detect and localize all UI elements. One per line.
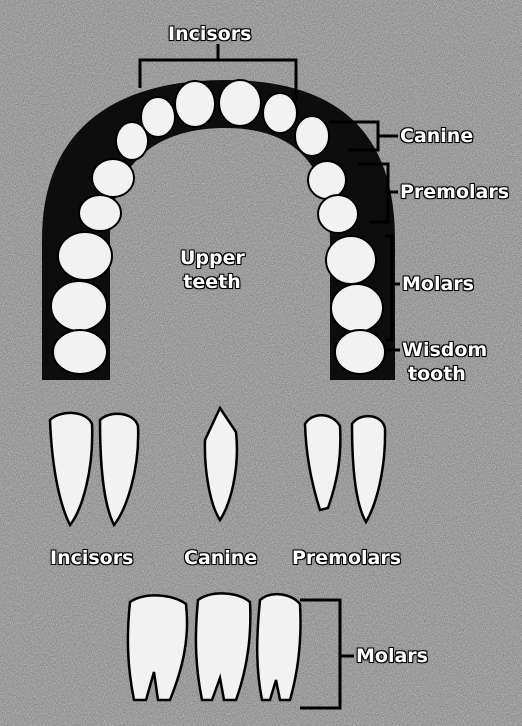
tooth-r-wisdom <box>335 330 385 374</box>
tooth-r-premolar-1 <box>308 161 346 199</box>
label-canine-bottom: Canine <box>184 548 257 568</box>
label-premolars-bottom: Premolars <box>292 548 401 568</box>
tooth-r-incisor-2 <box>263 93 297 133</box>
label-molars: Molars <box>402 274 474 294</box>
tooth-l-incisor-1 <box>175 81 215 127</box>
side-molar-3 <box>257 594 300 700</box>
tooth-r-incisor-1 <box>219 80 261 126</box>
label-upper-teeth-1: Upper <box>180 248 244 268</box>
tooth-l-premolar-2 <box>79 195 121 231</box>
tooth-r-premolar-2 <box>318 195 358 233</box>
tooth-l-molar-2 <box>51 281 107 331</box>
label-incisors-bottom: Incisors <box>50 548 133 568</box>
label-molars-bottom: Molars <box>356 646 428 666</box>
label-upper-teeth-2: teeth <box>180 272 244 292</box>
tooth-r-molar-2 <box>331 284 383 332</box>
tooth-l-molar-1 <box>58 232 112 280</box>
label-canine: Canine <box>400 126 473 146</box>
tooth-r-canine <box>295 116 329 156</box>
label-premolars: Premolars <box>400 182 509 202</box>
label-wisdom-1: Wisdom <box>402 340 487 360</box>
tooth-l-wisdom <box>53 330 107 374</box>
label-incisors-top: Incisors <box>168 24 251 44</box>
side-molar-2 <box>196 593 250 700</box>
tooth-r-molar-1 <box>326 236 376 284</box>
label-wisdom-2: tooth <box>408 364 466 384</box>
tooth-l-premolar-1 <box>92 159 134 197</box>
tooth-l-canine <box>116 122 148 160</box>
